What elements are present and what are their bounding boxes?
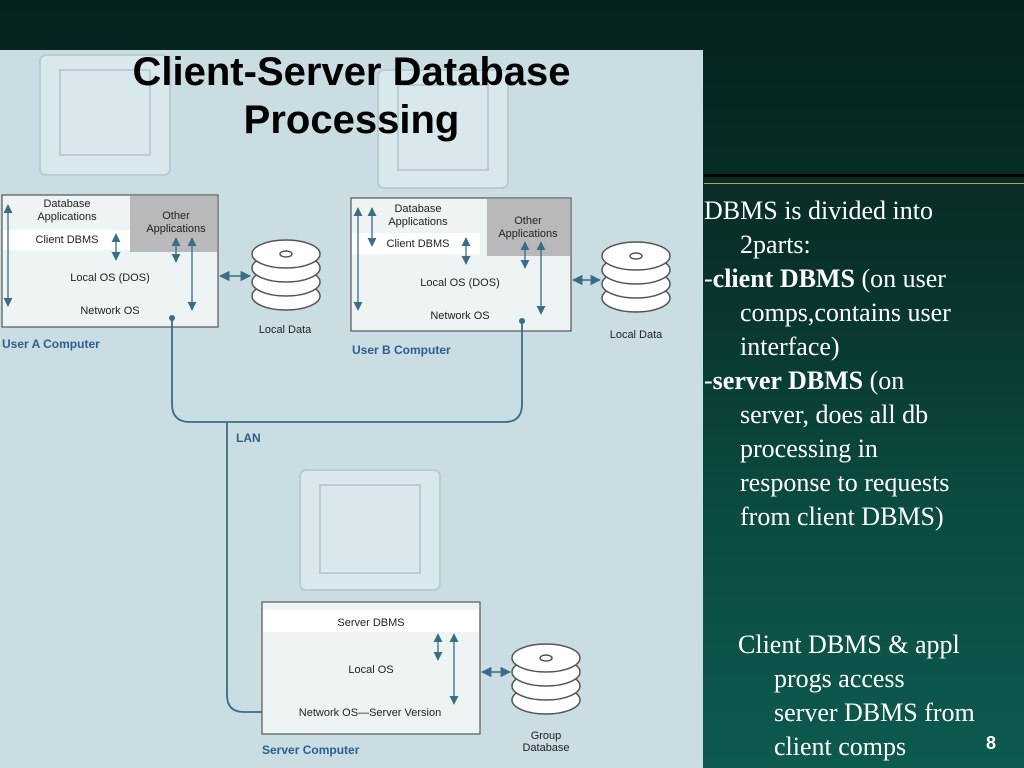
ub-other-apps-1: Other [514,215,542,227]
slide-title: Client-Server Database Processing [0,48,703,144]
monitor-silhouette-b [377,69,509,189]
ub-db-apps-1: Database [394,203,441,215]
group-database-disk [511,643,581,715]
lan-label: LAN [236,431,261,445]
monitor-silhouette-a [39,54,171,176]
bullet-server-dbms: -server DBMS (on server, does all db pro… [704,364,1024,534]
server-network-os: Network OS—Server Version [299,707,441,719]
ua-other-apps-2: Applications [146,223,206,235]
group-database-label-2: Database [522,742,569,754]
lan-network-lines [171,318,523,713]
ua-db-apps-2: Applications [37,211,97,223]
title-divider-top [704,174,1024,177]
ub-db-apps-2: Applications [388,216,448,228]
ub-local-data-label: Local Data [610,329,663,341]
slide-number: 8 [986,733,997,753]
diagram-panel: Database Applications Other Applications… [0,50,703,768]
bullet-2-bold: client DBMS [712,264,855,293]
bullet-dbms-divided: DBMS is divided into 2parts: [704,194,1024,262]
ua-db-apps-1: Database [43,198,90,210]
ub-other-apps-2: Applications [498,228,558,240]
bullet-3-rest: (on [863,366,905,395]
note-line1: Client DBMS & appl [738,630,960,659]
bullet-2-line3: interface) [740,332,840,361]
bullet-3-line4: response to requests [740,468,950,497]
ua-client-dbms: Client DBMS [36,234,99,246]
client-server-diagram: Database Applications Other Applications… [1,54,671,757]
note-line4: client comps [774,732,907,761]
bullet-client-dbms: -client DBMS (on user comps,contains use… [704,262,1024,364]
group-database-label-1: Group [531,730,562,742]
server-label: Server Computer [262,743,360,757]
access-note: Client DBMS & appl progs access server D… [738,628,1024,764]
bullet-list: DBMS is divided into 2parts: -client DBM… [704,194,1024,534]
bullet-3-bold: server DBMS [712,366,864,395]
user-a-computer: Database Applications Other Applications… [1,194,219,351]
server-computer: Server DBMS Local OS Network OS—Server V… [261,601,481,757]
title-divider-gold [704,183,1024,184]
monitor-silhouette-server [299,469,441,591]
ua-local-data-disk [251,239,321,311]
ub-label: User B Computer [352,343,451,357]
ua-network-os: Network OS [80,305,139,317]
server-local-os: Local OS [348,664,393,676]
ua-local-data-label: Local Data [259,324,312,336]
slide-title-line1: Client-Server Database [132,50,571,94]
ub-local-os: Local OS (DOS) [420,277,499,289]
ua-local-os: Local OS (DOS) [70,272,149,284]
note-line3: server DBMS from [774,698,975,727]
bullet-3-line3: processing in [740,434,878,463]
slide-title-line2: Processing [243,98,460,142]
bullet-2-rest: (on user [854,264,946,293]
ua-other-apps-1: Other [162,210,190,222]
ub-network-os: Network OS [430,310,489,322]
bullet-3-line5: from client DBMS) [740,502,944,531]
note-line2: progs access [774,664,905,693]
bullet-3-prefix: - [704,366,713,395]
bullet-3-line2: server, does all db [740,400,929,429]
bullet-1-line1: DBMS is divided into [704,196,933,225]
user-b-computer: Database Applications Other Applications… [350,197,572,357]
bullet-2-line2: comps,contains user [740,298,951,327]
bullet-2-prefix: - [704,264,713,293]
bullet-1-line2: 2parts: [740,230,811,259]
ub-client-dbms: Client DBMS [387,238,450,250]
ub-local-data-disk [601,241,671,313]
server-dbms: Server DBMS [337,617,404,629]
ua-label: User A Computer [2,337,100,351]
